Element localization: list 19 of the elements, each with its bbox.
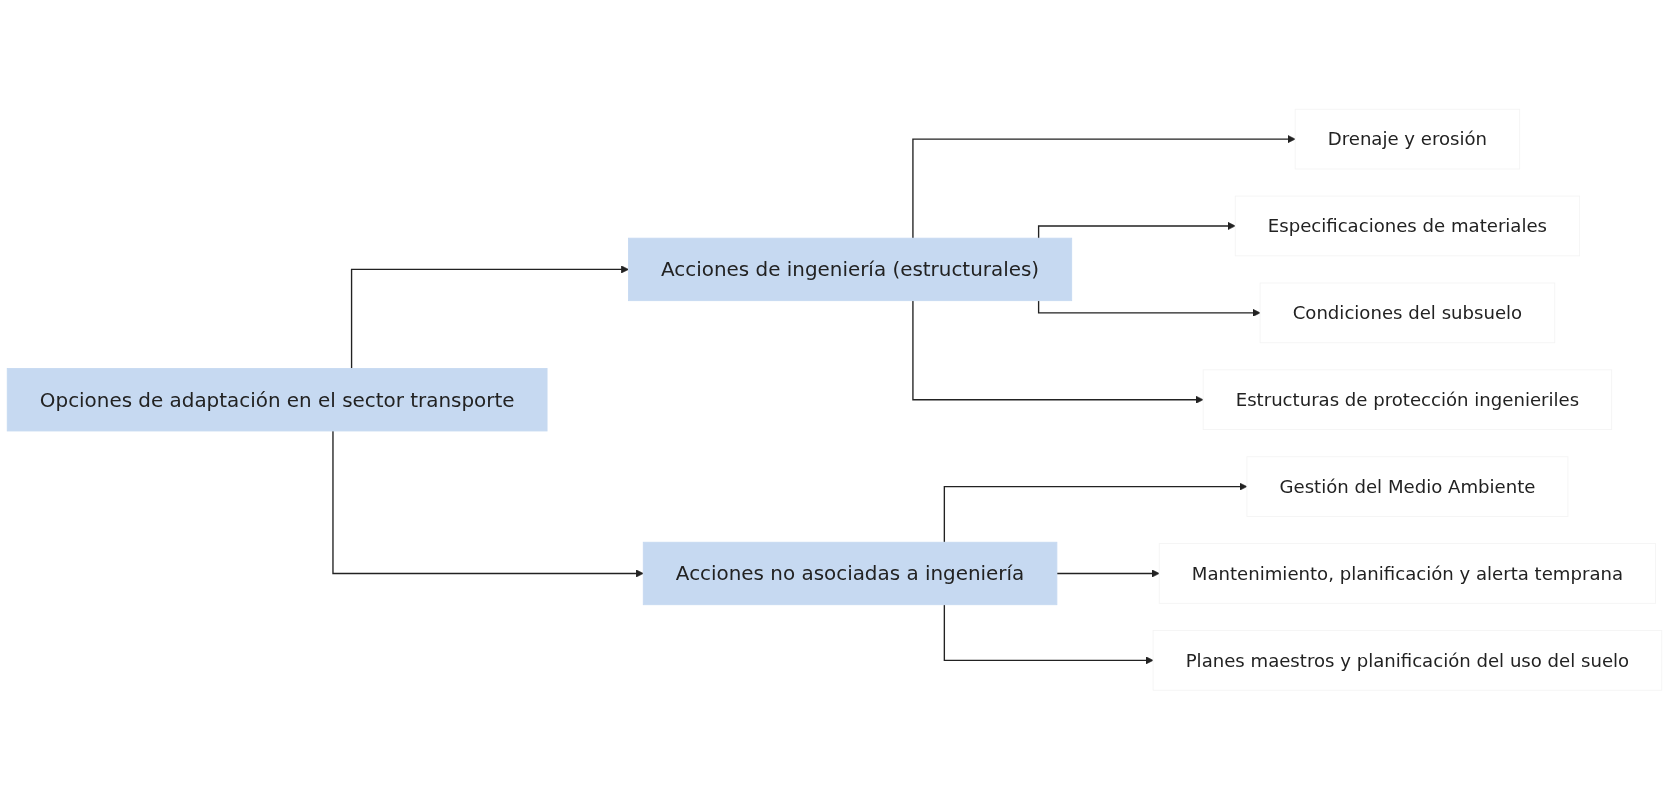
node-box: Planes maestros y planificación del uso del suelo (1152, 630, 1663, 691)
arrow (332, 430, 644, 578)
node-box: Drenaje y erosión (1294, 109, 1521, 170)
arrow (943, 482, 1248, 544)
node-box: Acciones no asociadas a ingeniería (642, 542, 1058, 606)
node-box: Estructuras de protección ingenieriles (1202, 369, 1613, 431)
arrow (943, 604, 1154, 665)
node-box: Mantenimiento, planificación y alerta temprana (1158, 543, 1657, 605)
arrow (912, 300, 1204, 404)
node-box: Opciones de adaptación en el sector transporte (6, 368, 548, 432)
node-box: Acciones de ingeniería (estructurales) (628, 238, 1073, 302)
node-box: Condiciones del subsuelo (1259, 282, 1556, 344)
arrow (912, 135, 1296, 240)
arrow (1056, 569, 1160, 578)
arrow (1037, 222, 1236, 240)
node-box: Especificaciones de materiales (1234, 195, 1581, 257)
node-box: Gestión del Medio Ambiente (1246, 456, 1569, 518)
arrow (350, 265, 629, 370)
arrow (1037, 300, 1261, 318)
